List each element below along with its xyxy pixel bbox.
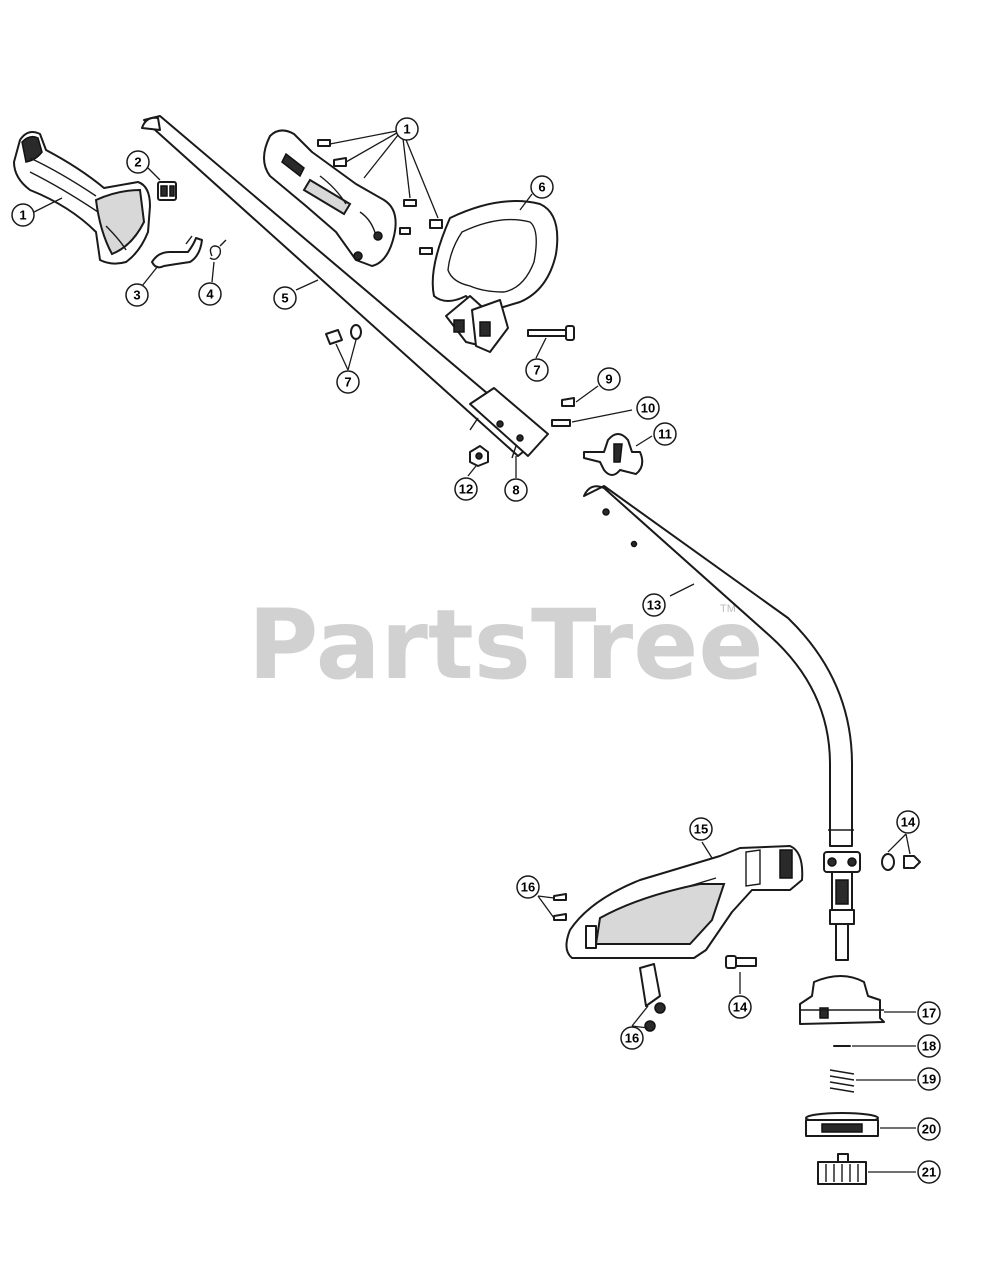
callout-10[interactable]: 10 [636,396,660,420]
leader-lines [33,129,916,1173]
callout-12[interactable]: 12 [454,477,478,501]
callout-3[interactable]: 3 [125,283,149,307]
svg-text:1: 1 [19,208,26,223]
housing-screws[interactable] [317,139,443,255]
callout-21[interactable]: 21 [917,1160,941,1184]
callout-7-right[interactable]: 7 [525,358,549,382]
motor-housing[interactable] [263,129,397,267]
svg-text:21: 21 [922,1165,936,1180]
clamp-washer-nut[interactable] [881,853,921,871]
svg-text:17: 17 [922,1006,936,1021]
callout-16-upper[interactable]: 16 [516,875,540,899]
line-cutter-blade[interactable] [639,963,666,1032]
svg-text:4: 4 [206,287,214,302]
nut-12[interactable] [469,445,489,467]
svg-text:7: 7 [533,363,540,378]
upper-shaft[interactable] [141,115,549,459]
callout-14-lower[interactable]: 14 [728,995,752,1019]
callout-19[interactable]: 19 [917,1067,941,1091]
rear-handle-housing[interactable] [13,131,151,265]
svg-text:19: 19 [922,1072,936,1087]
switch[interactable] [157,181,177,201]
callout-17[interactable]: 17 [917,1001,941,1025]
screw-9[interactable] [561,397,575,407]
callout-1-left[interactable]: 1 [11,203,35,227]
callout-6[interactable]: 6 [530,175,554,199]
svg-text:16: 16 [625,1031,639,1046]
handle-bolt[interactable] [527,325,575,341]
guard-bolt[interactable] [725,955,757,969]
svg-text:14: 14 [901,815,916,830]
spool[interactable] [805,1112,879,1137]
svg-text:1: 1 [403,122,410,137]
screw-10[interactable] [551,419,571,427]
svg-text:12: 12 [459,482,473,497]
guard-screws[interactable] [553,893,567,921]
watermark-brand: PartsTree [248,589,763,701]
callout-20[interactable]: 20 [917,1117,941,1141]
callout-14-right[interactable]: 14 [896,810,920,834]
callout-9[interactable]: 9 [597,367,621,391]
callout-11[interactable]: 11 [653,422,677,446]
bump-knob[interactable] [817,1153,867,1185]
spool-spring[interactable] [829,1069,855,1093]
callout-1-top[interactable]: 1 [395,117,419,141]
svg-text:15: 15 [694,822,708,837]
svg-text:8: 8 [512,483,519,498]
trigger[interactable] [151,235,203,269]
adjustment-knob[interactable] [583,433,644,476]
assist-handle[interactable] [431,200,559,353]
watermark-trademark: TM [720,603,736,615]
svg-text:3: 3 [133,288,140,303]
svg-text:11: 11 [658,427,672,442]
callout-13[interactable]: 13 [642,593,666,617]
spool-housing[interactable] [799,975,885,1025]
callout-15[interactable]: 15 [689,817,713,841]
grass-guard[interactable] [565,845,804,959]
callout-2[interactable]: 2 [126,150,150,174]
svg-text:2: 2 [134,155,141,170]
svg-text:18: 18 [922,1039,936,1054]
callouts: 1 1 2 3 4 5 6 7 7 8 9 10 11 12 13 14 14 … [11,117,941,1184]
trigger-spring[interactable] [209,239,227,261]
svg-text:6: 6 [538,180,545,195]
callout-4[interactable]: 4 [198,282,222,306]
handle-nut-washer[interactable] [325,324,362,345]
watermark: PartsTree TM [248,589,763,701]
callout-16-lower[interactable]: 16 [620,1026,644,1050]
svg-text:10: 10 [641,401,655,416]
svg-text:9: 9 [605,372,612,387]
svg-text:5: 5 [281,291,288,306]
shaft-clamp[interactable] [823,851,861,961]
svg-text:14: 14 [733,1000,748,1015]
svg-text:16: 16 [521,880,535,895]
lower-shaft[interactable] [583,485,854,847]
svg-text:13: 13 [647,598,661,613]
callout-18[interactable]: 18 [917,1034,941,1058]
callout-7-left[interactable]: 7 [336,370,360,394]
svg-text:7: 7 [344,375,351,390]
callout-8[interactable]: 8 [504,478,528,502]
callout-5[interactable]: 5 [273,286,297,310]
svg-text:20: 20 [922,1122,936,1137]
